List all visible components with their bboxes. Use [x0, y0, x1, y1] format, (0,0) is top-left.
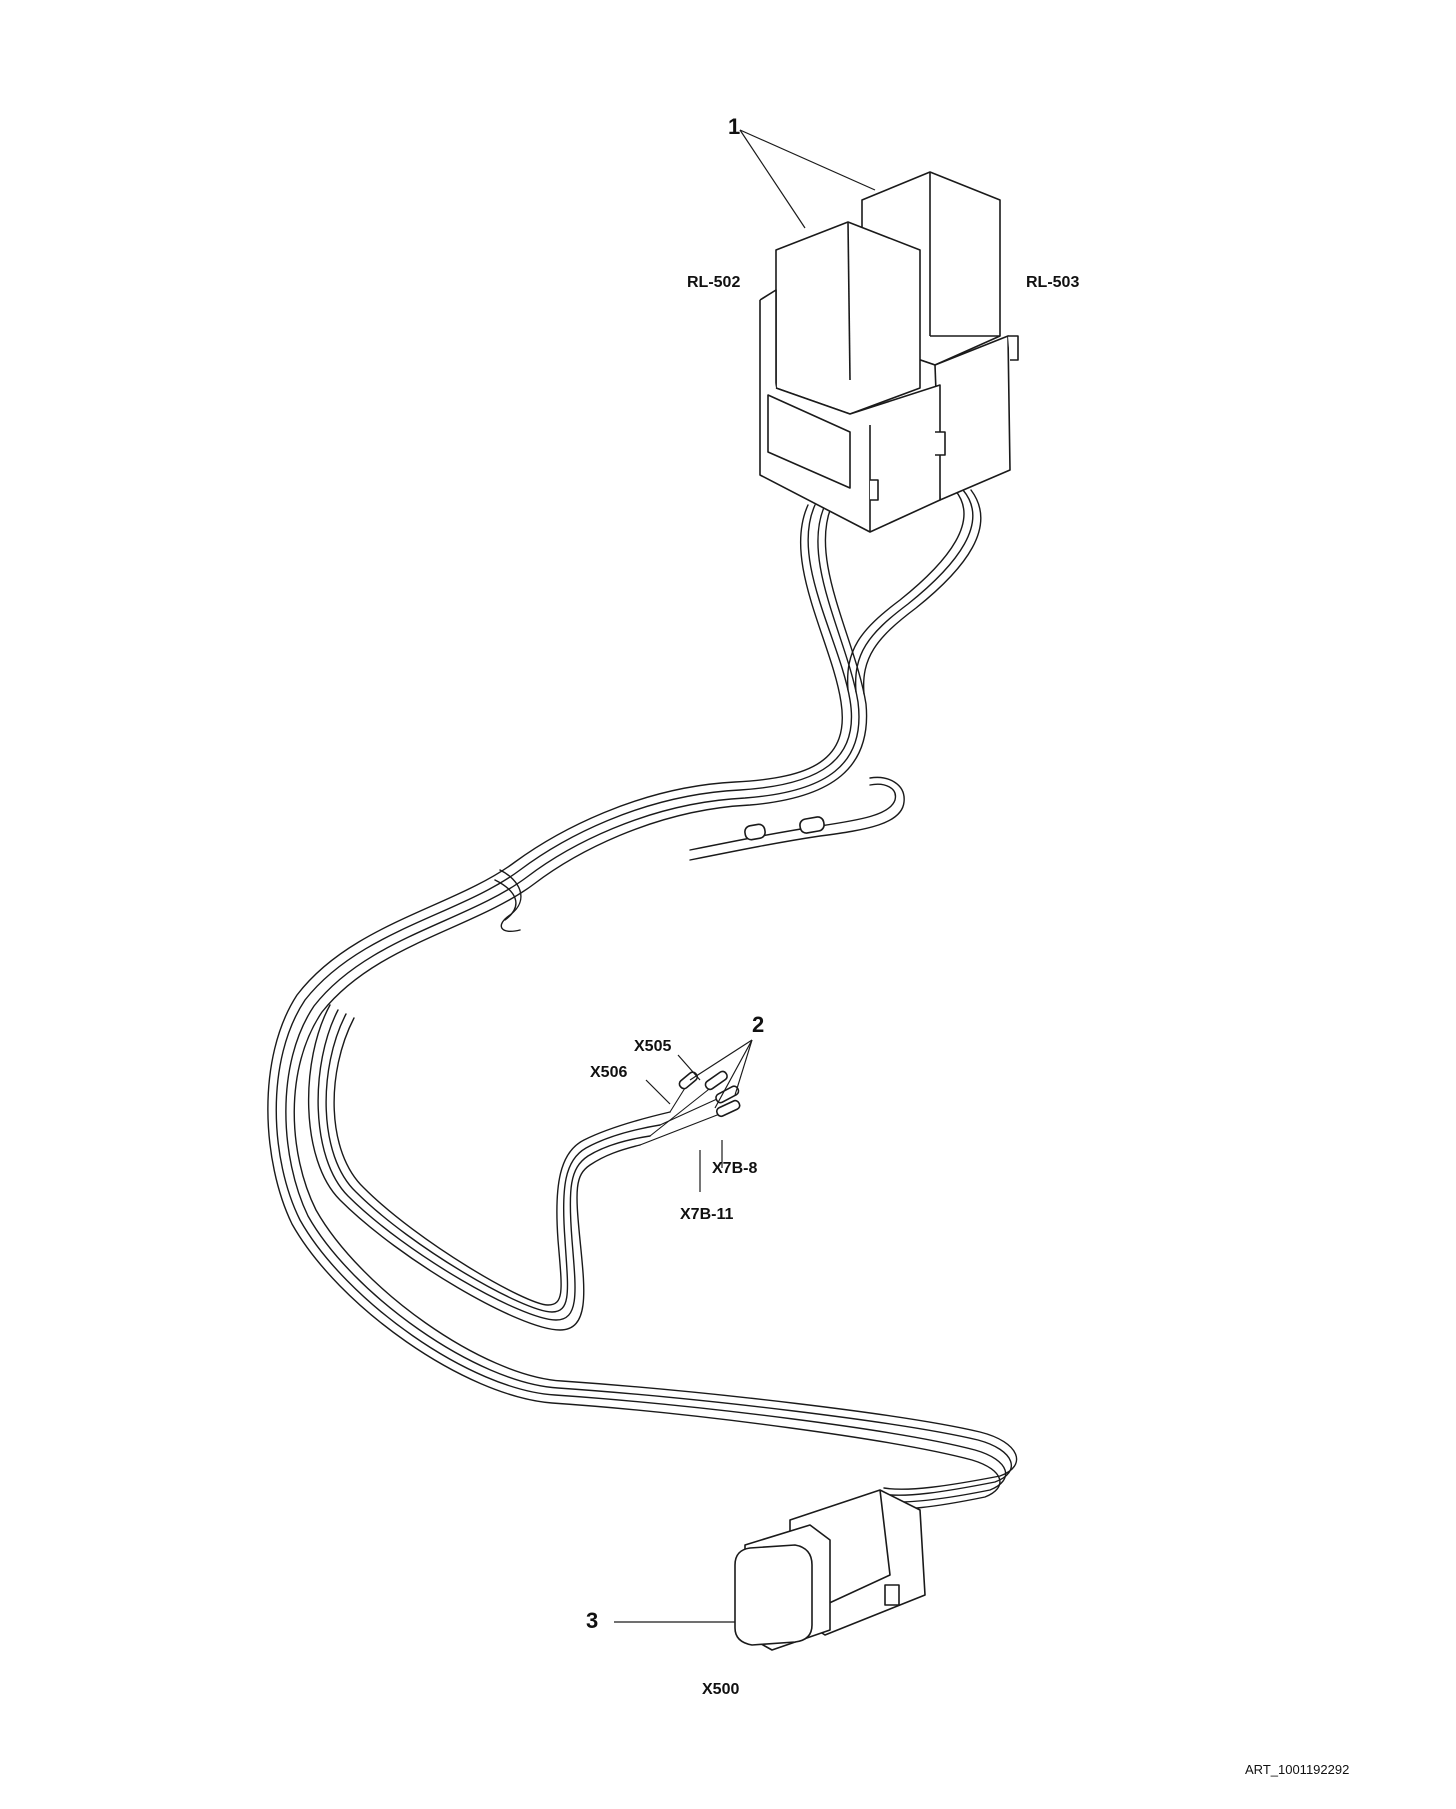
callout-3: 3	[586, 1608, 598, 1633]
label-rl-503: RL-503	[1026, 274, 1079, 291]
callout-1: 1	[728, 114, 740, 139]
splice-sleeve-2	[799, 816, 825, 834]
callout-leaders	[614, 129, 876, 1623]
wire-terminals	[639, 1070, 741, 1146]
wire-harness	[267, 489, 1018, 1510]
splice-sleeve-1	[744, 823, 766, 841]
terminal-x506	[678, 1071, 699, 1090]
label-x506: X506	[590, 1064, 627, 1081]
art-id: ART_1001192292	[1245, 1762, 1349, 1777]
callout-2: 2	[752, 1012, 764, 1037]
label-x505: X505	[634, 1038, 671, 1055]
label-rl-502: RL-502	[687, 274, 740, 291]
label-x500: X500	[702, 1681, 739, 1698]
label-x7b-8: X7B-8	[712, 1160, 757, 1177]
terminal-x7b8	[715, 1099, 741, 1118]
label-x7b-11: X7B-11	[680, 1206, 733, 1223]
connector-x500	[734, 1489, 926, 1651]
terminal-x505	[704, 1070, 728, 1091]
relay-rl502	[759, 221, 946, 533]
connector-latch	[884, 1584, 900, 1606]
